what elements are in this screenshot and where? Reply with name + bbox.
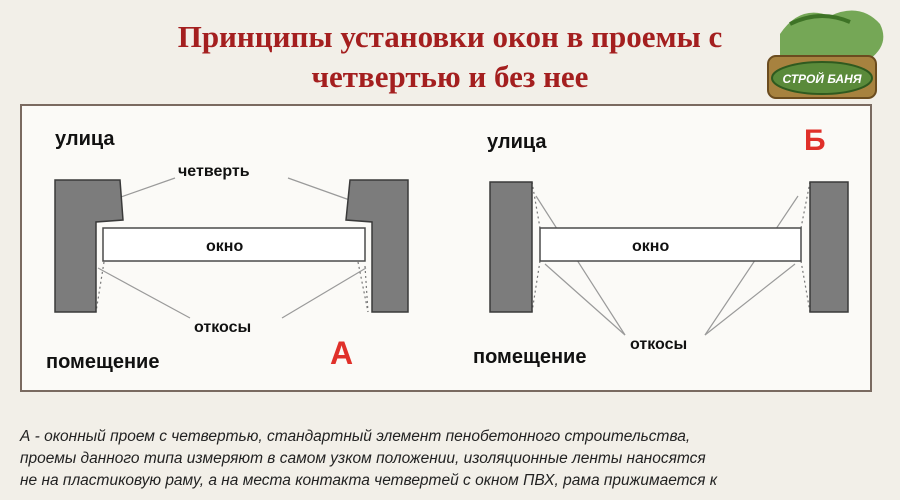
- wall-b-left: [489, 181, 533, 313]
- slopes-leader-left: [97, 267, 191, 319]
- room-label-b: помещение: [473, 346, 586, 368]
- slope-line-a-right-2: [357, 261, 369, 313]
- letter-b: Б: [804, 124, 826, 157]
- slopes-label-b: откосы: [630, 336, 687, 353]
- wall-a-right: [345, 179, 409, 313]
- logo: СТРОЙ БАНЯ: [767, 10, 884, 99]
- wall-a-left: [54, 179, 124, 313]
- description: А - оконный проем с четвертью, стандартн…: [20, 426, 880, 492]
- street-label-b: улица: [487, 131, 547, 153]
- slopes-leader-b-3: [704, 195, 799, 336]
- slopes-leader-b-1: [535, 195, 626, 336]
- quarter-leader-right: [287, 177, 359, 204]
- page-title-line-1: Принципы установки окон в проемы с: [177, 19, 723, 54]
- leaf-decoration: [780, 10, 884, 59]
- logo-plate: [771, 61, 873, 95]
- wall-b-right: [809, 181, 849, 313]
- slope-line-a-left-2: [95, 261, 105, 313]
- slope-line-b-4: [800, 260, 811, 313]
- slope-line-b-1: [531, 181, 541, 229]
- slope-line-a-right: [364, 265, 369, 313]
- diagram-a: улица четверть окно откосы помещение А: [46, 128, 409, 373]
- slopes-label-a: откосы: [194, 319, 251, 336]
- slope-line-b-2: [531, 260, 541, 313]
- description-line-3: не на пластиковую раму, а на места конта…: [20, 472, 718, 489]
- page-title-line-2: четвертью и без нее: [311, 59, 589, 94]
- window-b: [539, 227, 802, 262]
- room-label-a: помещение: [46, 351, 159, 373]
- slopes-leader-b-2: [544, 263, 626, 336]
- description-line-1: А - оконный проем с четвертью, стандартн…: [20, 428, 691, 445]
- street-label-a: улица: [55, 128, 115, 150]
- slopes-leader-right: [281, 267, 367, 319]
- description-line-2: проемы данного типа измеряют в самом узк…: [20, 450, 706, 467]
- logo-text: СТРОЙ БАНЯ: [783, 70, 862, 86]
- slope-line-b-3: [800, 181, 811, 229]
- window-a: [102, 227, 366, 262]
- letter-a: А: [330, 335, 353, 371]
- quarter-label: четверть: [178, 163, 250, 180]
- slopes-leader-b-4: [704, 263, 796, 336]
- window-label-a: окно: [206, 238, 243, 255]
- window-label-b: окно: [632, 238, 669, 255]
- diagram-b: улица Б окно откосы помещение: [473, 124, 849, 368]
- leaf-decoration-2: [789, 13, 851, 26]
